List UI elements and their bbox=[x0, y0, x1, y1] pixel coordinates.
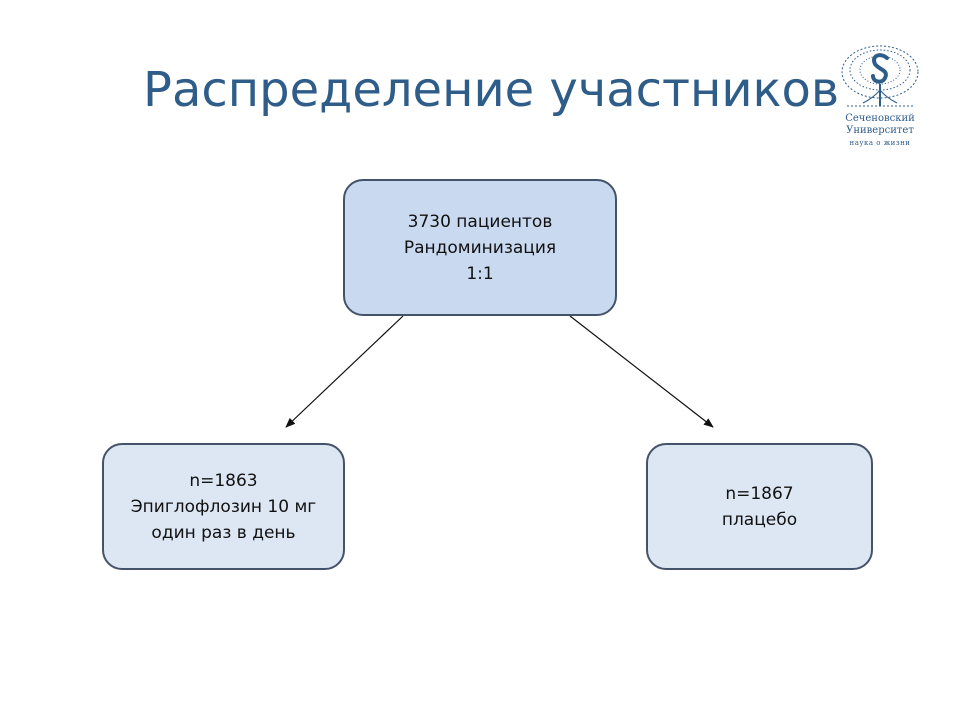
logo-line-1: Сеченовский bbox=[845, 113, 915, 124]
logo-line-3: наука о жизни bbox=[849, 139, 911, 147]
sechenov-tree-logo-icon bbox=[841, 45, 919, 107]
randomization-ratio: 1:1 bbox=[466, 263, 494, 284]
randomization-label: Рандоминизация bbox=[403, 237, 557, 258]
treatment-group-drug: Эпиглофлозин 10 мг bbox=[130, 496, 317, 517]
randomization-box: 3730 пациентов Рандоминизация 1:1 bbox=[343, 179, 617, 316]
arrow-to-right-branch bbox=[569, 315, 714, 428]
logo-line-2: Университет bbox=[846, 125, 914, 136]
placebo-group-count: n=1867 bbox=[725, 483, 794, 504]
university-logo: Сеченовский Университет наука о жизни bbox=[835, 40, 925, 152]
randomization-total: 3730 пациентов bbox=[407, 211, 553, 232]
arrow-to-left-branch bbox=[285, 315, 404, 428]
treatment-group-box: n=1863 Эпиглофлозин 10 мг один раз в ден… bbox=[102, 443, 345, 570]
treatment-group-dosing: один раз в день bbox=[151, 522, 296, 543]
slide-title: Распределение участников bbox=[143, 62, 840, 118]
treatment-group-count: n=1863 bbox=[189, 470, 258, 491]
placebo-group-box: n=1867 плацебо bbox=[646, 443, 873, 570]
placebo-group-label: плацебо bbox=[721, 509, 798, 530]
